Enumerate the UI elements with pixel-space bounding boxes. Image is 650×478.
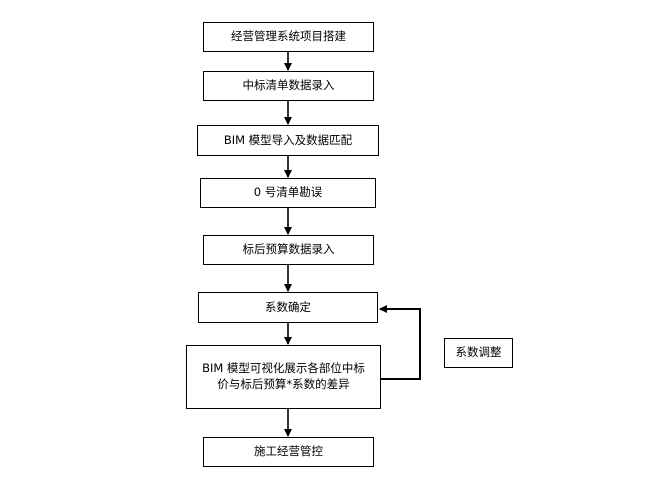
- step-label: 0 号清单勘误: [253, 185, 323, 200]
- step-label: 经营管理系统项目搭建: [231, 29, 346, 44]
- step-label: 施工经营管控: [254, 444, 323, 459]
- step-label: 中标清单数据录入: [242, 78, 335, 93]
- step-label: BIM 模型导入及数据匹配: [223, 132, 353, 147]
- step-project-setup: 经营管理系统项目搭建: [203, 22, 374, 52]
- side-note-label: 系数调整: [455, 345, 502, 360]
- step-label: 标后预算数据录入: [242, 242, 335, 257]
- step-label: 系数确定: [265, 299, 311, 314]
- step-list-correction: 0 号清单勘误: [200, 178, 376, 208]
- step-budget-entry: 标后预算数据录入: [203, 235, 374, 265]
- step-label-line-1: BIM 模型可视化展示各部位中标: [202, 361, 365, 376]
- feedback-loop-line: [379, 305, 421, 380]
- step-coefficient-determination: 系数确定: [198, 292, 378, 323]
- side-note-coefficient-adjustment: 系数调整: [444, 338, 513, 368]
- step-bim-import: BIM 模型导入及数据匹配: [197, 125, 379, 156]
- step-label-line-2: 价与标后预算*系数的差异: [217, 377, 350, 391]
- step-bim-visualization: BIM 模型可视化展示各部位中标 价与标后预算*系数的差异: [186, 345, 381, 409]
- step-construction-control: 施工经营管控: [203, 437, 374, 467]
- step-bid-list-entry: 中标清单数据录入: [203, 71, 374, 101]
